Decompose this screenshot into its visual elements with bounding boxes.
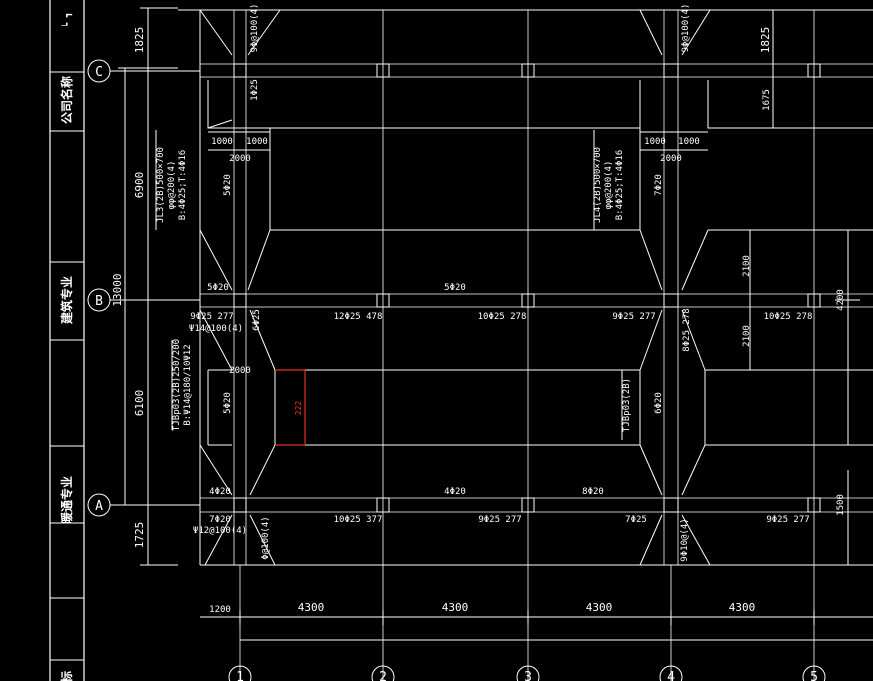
axis-bubble-3 bbox=[516, 665, 540, 681]
dim-1500: 1500 bbox=[836, 494, 846, 516]
axis-label-5: 5 bbox=[810, 670, 818, 681]
title-label-company: 公司名称 bbox=[59, 76, 74, 124]
rebar-mid-5: 5Φ20 bbox=[223, 392, 233, 414]
dim-2000-a: 2000 bbox=[229, 154, 251, 164]
rebar-a-v: Φ@100(4) bbox=[261, 516, 271, 559]
dim-1675: 1675 bbox=[762, 89, 772, 111]
rebar-a-9: 9Φ25 277 bbox=[478, 515, 521, 525]
dim-6100: 6100 bbox=[133, 390, 146, 417]
title-strip-top: ┕ ┓ bbox=[61, 12, 73, 28]
dim-2100-a: 2100 bbox=[742, 255, 752, 277]
beam-jl4-line1: JL4(2B)500×700 bbox=[593, 147, 603, 223]
title-label-hvac: 暖通专业 bbox=[59, 476, 74, 524]
rebar-a-10: 10Φ25 377 bbox=[334, 515, 383, 525]
rebar-b-9: 9Φ25 277 bbox=[612, 312, 655, 322]
rebar-1825v: 1Φ25 bbox=[250, 79, 260, 101]
dim-span-1: 4300 bbox=[298, 601, 325, 614]
red-mark: 222 bbox=[294, 401, 303, 416]
row-b-annotations: 5Φ20 5Φ20 9Φ25 277 Ψ14@100(4) 6Φ25 12Φ25… bbox=[189, 283, 812, 352]
left-dimensions: 1825 6900 13000 6100 1725 bbox=[111, 7, 178, 566]
axis-label-4: 4 bbox=[667, 670, 675, 681]
highlight-dimension[interactable]: 222 bbox=[275, 369, 306, 446]
lower-annotations: 2000 TJBp03(2B)250/200 B:Ψ14@180/10Ψ12 5… bbox=[171, 339, 664, 440]
axis-label-1: 1 bbox=[236, 670, 244, 681]
rebar-b-10r: 10Φ25 278 bbox=[764, 312, 813, 322]
title-label-architecture: 建筑专业 bbox=[59, 276, 74, 325]
rebar-b-8v: 8Φ25 278 bbox=[682, 308, 692, 351]
dim-2100-b: 2100 bbox=[742, 325, 752, 347]
dim-1000-b: 1000 bbox=[246, 137, 268, 147]
dim-span-2: 4300 bbox=[442, 601, 469, 614]
rebar-a-4a: 4Φ20 bbox=[209, 487, 231, 497]
rebar-a-4b: 4Φ20 bbox=[444, 487, 466, 497]
row-axes: C B A bbox=[87, 59, 200, 517]
rebar-a-v4: 9Φ10@(4) bbox=[680, 518, 690, 561]
dim-1725: 1725 bbox=[133, 522, 146, 549]
beam-jl4-line2: φφ@200(4) bbox=[604, 161, 614, 210]
rebar-b-12: 12Φ25 478 bbox=[334, 312, 383, 322]
beam-jl3-line2: φφ@200(4) bbox=[167, 161, 177, 210]
rebar-b-5a: 5Φ20 bbox=[207, 283, 229, 293]
dim-span-4: 4300 bbox=[729, 601, 756, 614]
axis-bubble-1 bbox=[228, 665, 252, 681]
row-a-annotations: 4Φ20 4Φ20 8Φ20 7Φ20 Ψ12@100(4) Φ@100(4) … bbox=[193, 487, 846, 562]
dim-6900: 6900 bbox=[133, 172, 146, 199]
dim-1000-d: 1000 bbox=[678, 137, 700, 147]
rebar-b-left2: Ψ14@100(4) bbox=[189, 324, 243, 334]
rebar-c-top2: 9Φ@100(4) bbox=[681, 4, 691, 53]
rebar-a-9r: 9Φ25 277 bbox=[766, 515, 809, 525]
axis-label-b: B bbox=[95, 294, 103, 309]
rebar-b-10: 10Φ25 278 bbox=[478, 312, 527, 322]
dim-2000-mid: 2000 bbox=[229, 366, 251, 376]
rebar-a-7: 7Φ20 bbox=[209, 515, 231, 525]
dim-2000-b: 2000 bbox=[660, 154, 682, 164]
axis-label-3: 3 bbox=[524, 670, 532, 681]
rebar-mid-6: 6Φ20 bbox=[654, 392, 664, 414]
rebar-b-5b: 5Φ20 bbox=[444, 283, 466, 293]
rebar-a-7b: 7Φ25 bbox=[625, 515, 647, 525]
rebar-7a: 7Φ20 bbox=[654, 174, 664, 196]
title-block: ┕ ┓ 公司名称 建筑专业 暖通专业 标 bbox=[49, 0, 85, 681]
axis-bubble-5 bbox=[802, 665, 826, 681]
dim-13000: 13000 bbox=[111, 273, 124, 306]
rebar-b-6v: 6Φ25 bbox=[252, 309, 262, 331]
dim-1200: 1200 bbox=[209, 605, 231, 615]
rebar-b-left1: 9Φ25 277 bbox=[190, 312, 233, 322]
dim-4200: 4200 bbox=[836, 289, 846, 311]
axis-bubble-4 bbox=[659, 665, 683, 681]
beam-tjb2: TJBp03(2B) bbox=[622, 378, 632, 432]
dim-1825: 1825 bbox=[133, 27, 146, 54]
beam-jl3-line3: B:4Φ25;T:4Φ16 bbox=[178, 150, 188, 220]
axis-label-c: C bbox=[95, 65, 103, 80]
dim-span-3: 4300 bbox=[586, 601, 613, 614]
foundation-plan bbox=[178, 9, 873, 681]
upper-annotations: 9Φ@100(4) 9Φ@100(4) 1Φ25 1825 1675 1000 … bbox=[155, 4, 846, 347]
rebar-c-top1: 9Φ@100(4) bbox=[250, 4, 260, 53]
bottom-dimensions: 1200 4300 4300 4300 4300 bbox=[200, 601, 873, 641]
axis-bubble-2 bbox=[371, 665, 395, 681]
axis-label-2: 2 bbox=[379, 670, 387, 681]
axis-label-a: A bbox=[95, 499, 103, 514]
rebar-5a: 5Φ20 bbox=[223, 174, 233, 196]
beam-tjb1-line2: B:Ψ14@180/10Ψ12 bbox=[183, 344, 193, 425]
dim-1000-c: 1000 bbox=[644, 137, 666, 147]
beam-tjb1-line1: TJBp03(2B)250/200 bbox=[172, 339, 182, 431]
dim-top-right: 1825 bbox=[759, 27, 772, 54]
beam-jl3-line1: JL3(2B)500×700 bbox=[156, 147, 166, 223]
rebar-a-left: Ψ12@100(4) bbox=[193, 526, 247, 536]
beam-jl4-line3: B:4Φ25;T:4Φ16 bbox=[615, 150, 625, 220]
rebar-a-8: 8Φ20 bbox=[582, 487, 604, 497]
column-axes: 1 2 3 4 5 bbox=[228, 665, 826, 681]
dim-1000-a: 1000 bbox=[211, 137, 233, 147]
title-label-bottom: 标 bbox=[59, 671, 74, 681]
